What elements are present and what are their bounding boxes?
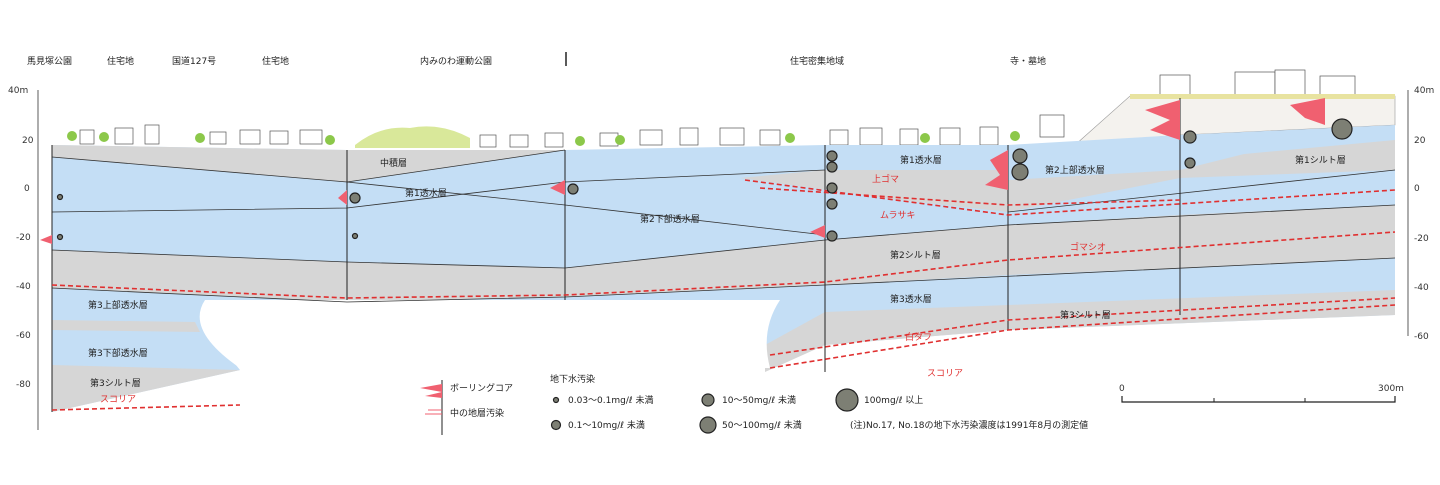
legend-core-2: 中の地層汚染 [450, 407, 504, 419]
legend-item: 50〜100mg/ℓ 未満 [722, 419, 802, 431]
layer-label: 第3下部透水層 [88, 347, 148, 359]
axis-tick: -20 [16, 233, 31, 243]
layer-label: 第2下部透水層 [640, 213, 700, 225]
left-axis: 40m 20 0 -20 -40 -60 -80 [8, 86, 39, 430]
axis-tick: 40m [8, 86, 28, 96]
place-label: 国道127号 [172, 55, 216, 67]
place-label: 住宅密集地域 [790, 55, 844, 67]
legend-core-1: ボーリングコア [450, 382, 513, 394]
silt2-layer [52, 205, 1395, 302]
marker-label: ゴマシオ [1070, 241, 1106, 253]
contamination-circles [56, 118, 1353, 242]
layer-label: 第3上部透水層 [88, 299, 148, 311]
axis-tick: 40m [1414, 86, 1434, 96]
scale-end: 300m [1378, 384, 1404, 394]
silt-thin-left [52, 320, 200, 332]
scoria-left-line [51, 404, 241, 411]
silt3-right [765, 290, 1395, 372]
shirotafu-line [769, 297, 1396, 356]
road-surface [1130, 94, 1395, 99]
layer-label: 第2シルト層 [890, 249, 941, 261]
axis-tick: -60 [1414, 332, 1429, 342]
axis-tick: -60 [16, 331, 31, 341]
marker-label: スコリア [927, 369, 963, 379]
legend: ボーリングコア 中の地層汚染 地下水汚染 0.03〜0.1mg/ℓ 未満 0.1… [420, 373, 1088, 435]
legend-item: 0.03〜0.1mg/ℓ 未満 [568, 394, 653, 406]
legend-title: 地下水汚染 [550, 373, 595, 385]
layer-label: 第3透水層 [890, 293, 932, 305]
silt3-left [52, 365, 240, 412]
axis-tick: 20 [22, 136, 34, 146]
layer-label: 第1透水層 [900, 154, 942, 166]
layer-label: 第3シルト層 [90, 377, 141, 389]
legend-note: (注)No.17, No.18の地下水汚染濃度は1991年8月の測定値 [850, 419, 1088, 431]
place-label: 内みのわ運動公園 [420, 55, 492, 67]
place-label: 住宅地 [107, 55, 134, 67]
axis-tick: -40 [16, 282, 31, 292]
scale-bar: 0 300m [1119, 384, 1404, 403]
layer-label: 第2上部透水層 [1045, 164, 1105, 176]
axis-tick: -80 [16, 380, 31, 390]
chuseki-layer [52, 145, 565, 182]
surface-buildings [79, 69, 1356, 148]
layer-label: 中積層 [380, 157, 407, 169]
axis-tick: -20 [1414, 234, 1429, 244]
park-hill [355, 126, 470, 148]
legend-item: 0.1〜10mg/ℓ 未満 [568, 419, 645, 431]
unknown-zone [199, 300, 780, 368]
aquifer2-upper-lens [1008, 145, 1280, 180]
axis-tick: 20 [1414, 136, 1426, 146]
marker-label: 上ゴマ [872, 173, 899, 185]
place-label: 馬見塚公園 [27, 56, 72, 67]
legend-item: 10〜50mg/ℓ 未満 [722, 394, 796, 406]
marker-label: スコリア [100, 395, 136, 405]
axis-tick: -40 [1414, 283, 1429, 293]
right-axis: 40m 20 0 -20 -40 -60 [1407, 86, 1434, 342]
layer-label: 第1透水層 [405, 187, 447, 199]
axis-tick: 0 [24, 184, 30, 194]
legend-item: 100mg/ℓ 以上 [864, 395, 923, 406]
layer-label: 第1シルト層 [1295, 154, 1346, 166]
core-contamination [40, 98, 1325, 244]
place-label: 住宅地 [262, 55, 289, 67]
gomashio-line [51, 231, 1396, 299]
layer-label: 第3シルト層 [1060, 309, 1111, 321]
axis-tick: 0 [1414, 184, 1420, 194]
scale-start: 0 [1119, 384, 1125, 394]
place-label: 寺・墓地 [1010, 55, 1046, 67]
marker-label: ムラサキ [880, 210, 916, 221]
marker-label: 白タフ [905, 331, 932, 343]
